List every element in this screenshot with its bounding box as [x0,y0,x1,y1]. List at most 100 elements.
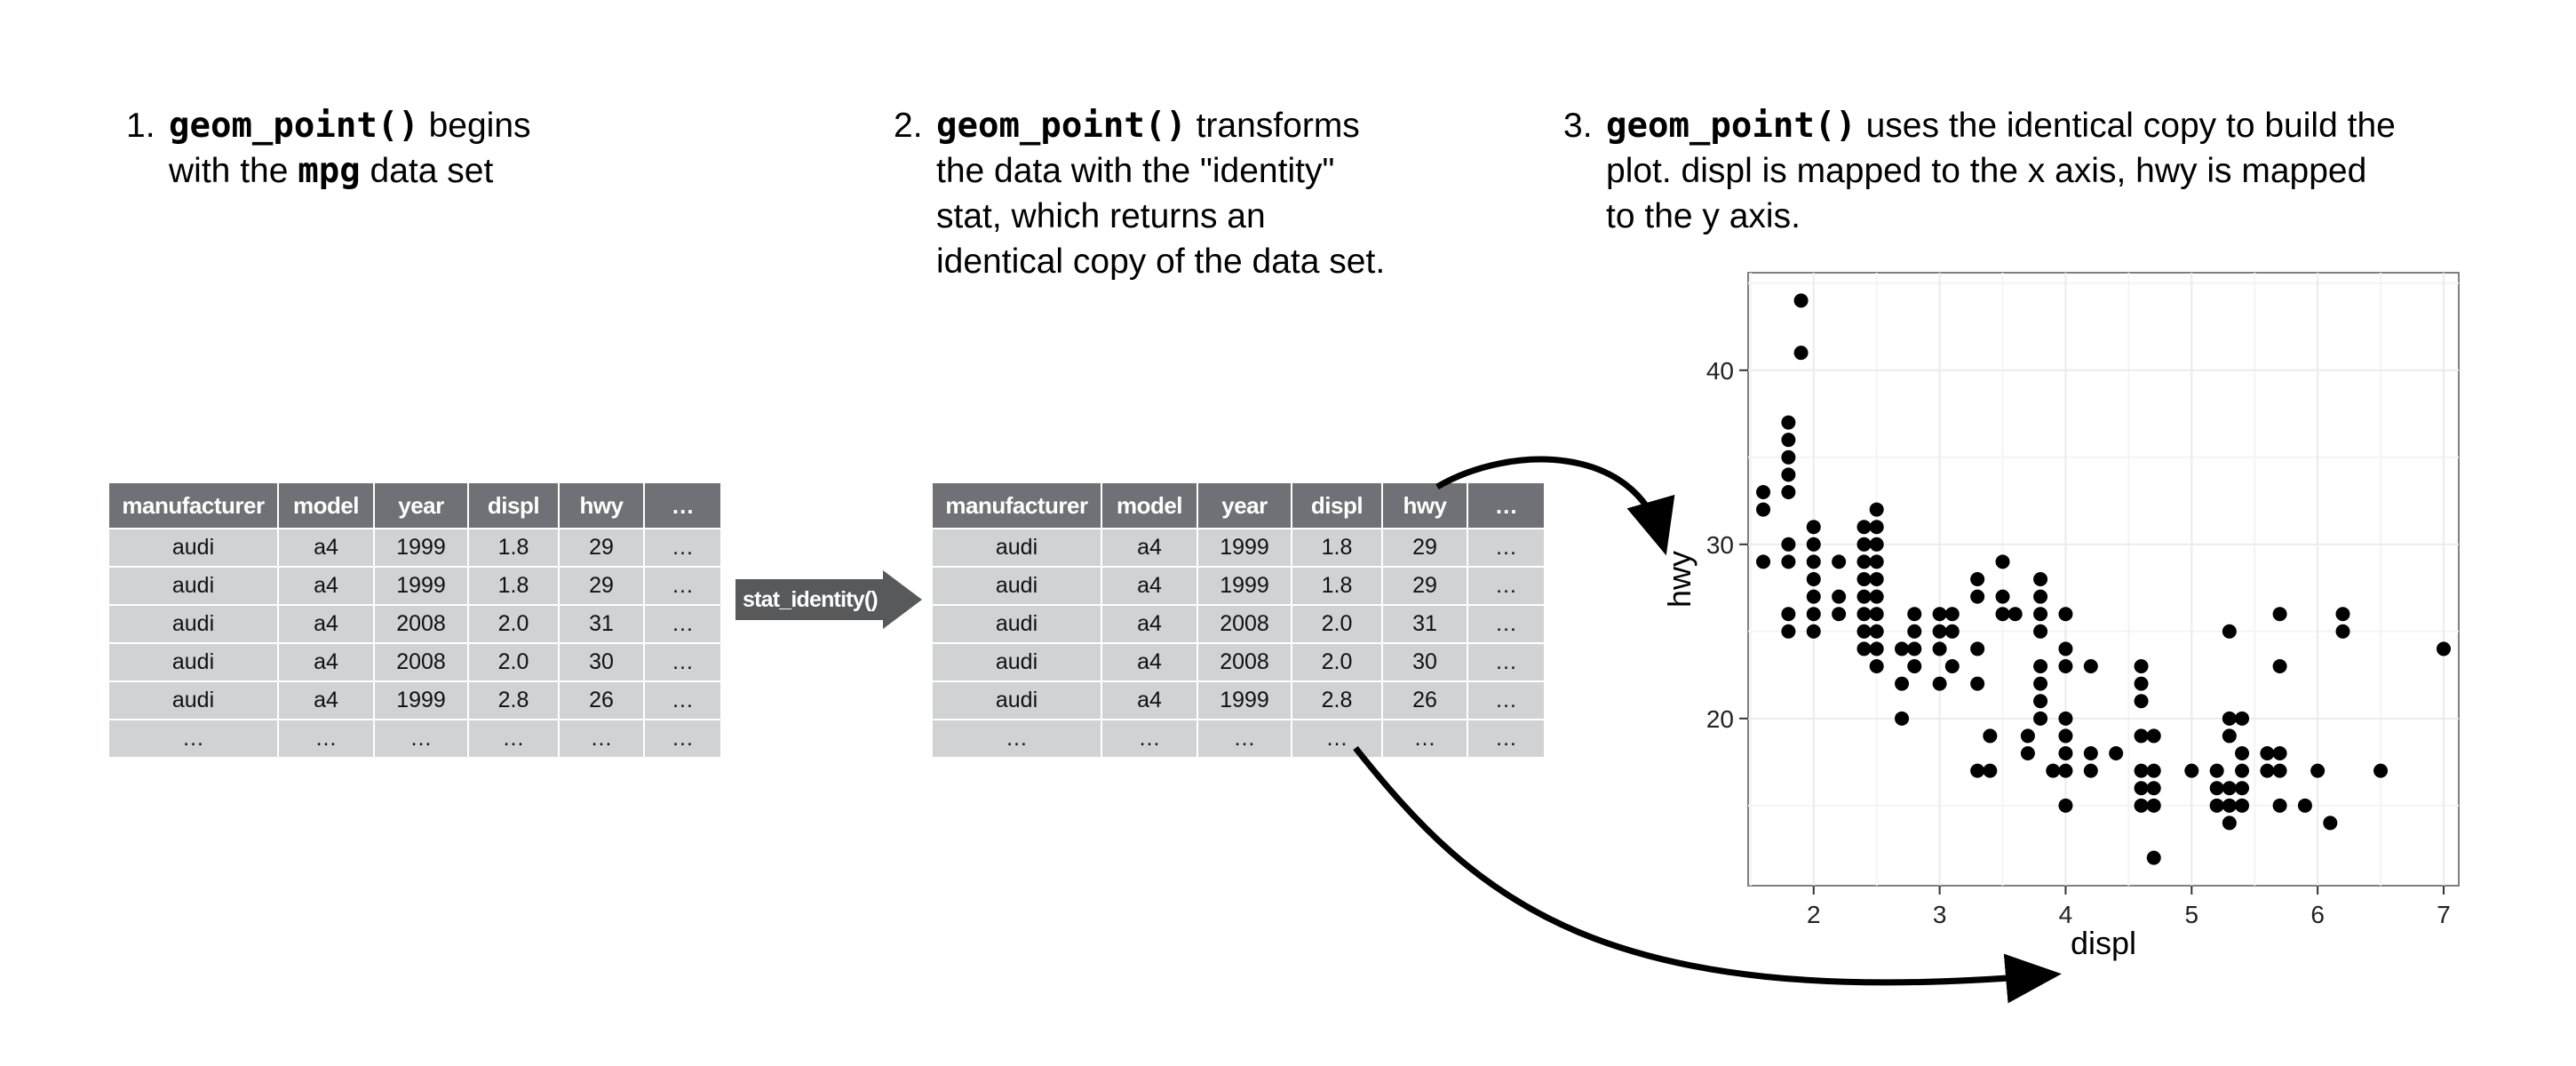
code-span: geom_point() [169,106,419,146]
data-point [1983,728,1998,744]
table-cell: … [109,719,279,757]
data-point [2134,763,2149,778]
data-point [1970,572,1985,586]
table-cell: 1999 [374,528,469,567]
data-point [2109,746,2124,761]
table-cell: … [1197,719,1292,757]
data-point [1856,520,1872,535]
step-3-caption: 3. geom_point() uses the identical copy … [1563,103,2540,245]
data-point [2146,850,2161,865]
data-point [1907,624,1922,639]
data-point [2272,746,2287,761]
data-point [1869,537,1884,552]
caption-line: the data with the "identity" [936,148,1385,194]
data-point [1869,607,1884,622]
text-span: uses the identical copy to build the [1856,107,2396,145]
table-cell: … [468,719,560,757]
data-point [1806,624,1821,639]
table-cell: … [644,642,720,681]
data-point [1932,676,1947,691]
data-point [2134,781,2149,796]
text-span: plot. displ is mapped to the x axis, hwy… [1606,152,2367,190]
data-point [2083,659,2098,674]
data-point [2058,746,2073,761]
data-point [1793,293,1809,308]
data-point [1944,624,1960,639]
table-cell: 2.0 [1292,642,1383,681]
text-span: transforms [1186,107,1360,145]
table-cell: 1999 [374,566,469,605]
data-point [2184,763,2199,778]
table-cell: audi [109,566,279,605]
data-point [1970,641,1985,656]
column-header: hwy [1382,483,1468,529]
table-cell: 2.0 [1292,604,1383,643]
data-point [1869,624,1884,639]
data-point [2146,781,2161,796]
data-point [1832,607,1847,622]
table-cell: 30 [1382,642,1468,681]
data-point [1895,641,1910,656]
data-point [2134,728,2149,744]
data-point [2222,781,2237,796]
caption-line: to the y axis. [1606,194,2396,239]
data-point [1907,607,1922,622]
data-point [2083,746,2098,761]
table-cell: audi [933,566,1102,605]
data-point [2323,815,2338,831]
table-cell: 26 [559,680,645,720]
stat-identity-arrow: stat_identity() [735,570,922,629]
table-cell: audi [109,604,279,643]
data-point [2033,659,2048,674]
table-cell: … [559,719,645,757]
data-point [1806,537,1821,552]
data-point [2272,607,2287,622]
data-point [1869,572,1884,586]
data-point [1832,554,1847,569]
caption-line: geom_point() uses the identical copy to … [1606,103,2396,148]
data-point [2146,728,2161,744]
y-tick-label: 30 [1706,531,1734,559]
x-tick-label: 5 [2185,901,2199,928]
hwy-mapping-arrow [1435,456,1675,556]
table-cell: … [644,528,720,567]
data-point [2058,641,2073,656]
data-point [1856,554,1872,569]
data-point [2310,763,2326,778]
x-tick-label: 7 [2437,901,2451,928]
data-point [1806,554,1821,569]
data-point [2297,798,2312,813]
table-cell: … [1101,719,1198,757]
column-header: … [644,483,720,529]
table-cell: audi [109,528,279,567]
table-cell: 1.8 [468,528,560,567]
data-point [2222,815,2237,831]
table-cell: … [644,719,720,757]
data-point [2209,763,2224,778]
table-cell: 1999 [1197,528,1292,567]
column-header: hwy [559,483,645,529]
x-tick-label: 3 [1933,901,1947,928]
data-point [2020,746,2035,761]
data-points [1756,293,2451,865]
table-cell: 29 [559,566,645,605]
table-cell: a4 [278,642,375,681]
data-point [2235,781,2250,796]
step-number: 1. [126,107,155,145]
column-header: manufacturer [933,483,1102,529]
data-point [2058,763,2073,778]
code-span: geom_point() [936,106,1187,146]
x-tick-label: 6 [2310,901,2325,928]
data-point [1856,624,1872,639]
data-point [2260,763,2275,778]
code-span: geom_point() [1606,106,1856,146]
caption-line: with the mpg data set [169,148,531,194]
data-point [1806,520,1821,535]
y-tick-label: 20 [1706,705,1734,733]
